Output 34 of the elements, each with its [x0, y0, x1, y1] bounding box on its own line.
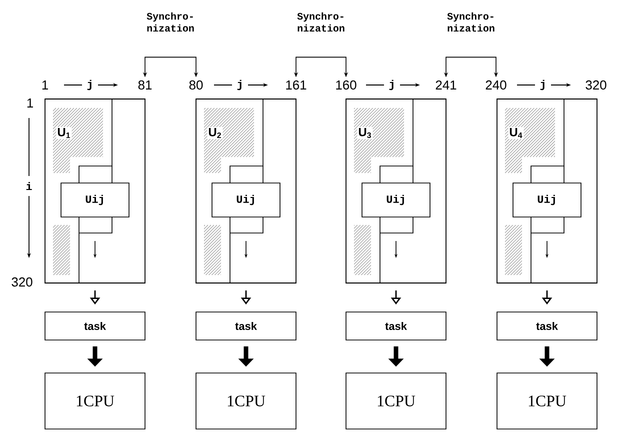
edge-label: Synchro- nization — [138, 11, 202, 33]
task-box: task — [44, 312, 146, 340]
column-number: 80 — [189, 80, 203, 90]
index-label: 1 — [27, 98, 33, 108]
region-label: U$_{3}$ — [357, 126, 373, 140]
axis-label: j — [237, 80, 242, 90]
axis-label: j — [87, 80, 92, 90]
block-box: Uij — [362, 182, 430, 218]
block-box: Uij — [212, 182, 280, 218]
axis-label: j — [389, 80, 394, 90]
edge-label: Synchro- nization — [289, 11, 353, 33]
edge-label: Synchro- nization — [439, 11, 503, 33]
index-label: 320 — [586, 80, 606, 90]
axis-label: i — [26, 182, 32, 190]
column-number: 241 — [436, 80, 456, 90]
axis-label: j — [540, 80, 544, 90]
task-box: task — [496, 312, 598, 340]
region-label: U$_{2}$ — [207, 126, 223, 139]
task-box: task — [196, 312, 296, 340]
block-box: Uij — [512, 182, 582, 218]
processor-box: 1CPU — [196, 372, 296, 430]
column-number: 240 — [486, 80, 506, 90]
region-label: U$_{1}$ — [56, 126, 72, 139]
column-number: 161 — [286, 80, 306, 90]
block-box: Uij — [60, 182, 130, 218]
index-label: 320 — [12, 277, 32, 287]
column-number: 160 — [336, 80, 356, 90]
column-number: 81 — [138, 80, 152, 90]
index-label: 1 — [42, 80, 48, 90]
processor-box: 1CPU — [496, 372, 598, 430]
processor-box: 1CPU — [44, 372, 146, 430]
processor-box: 1CPU — [346, 372, 446, 430]
region-label: U$_{4}$ — [508, 126, 524, 139]
task-box: task — [346, 312, 446, 340]
